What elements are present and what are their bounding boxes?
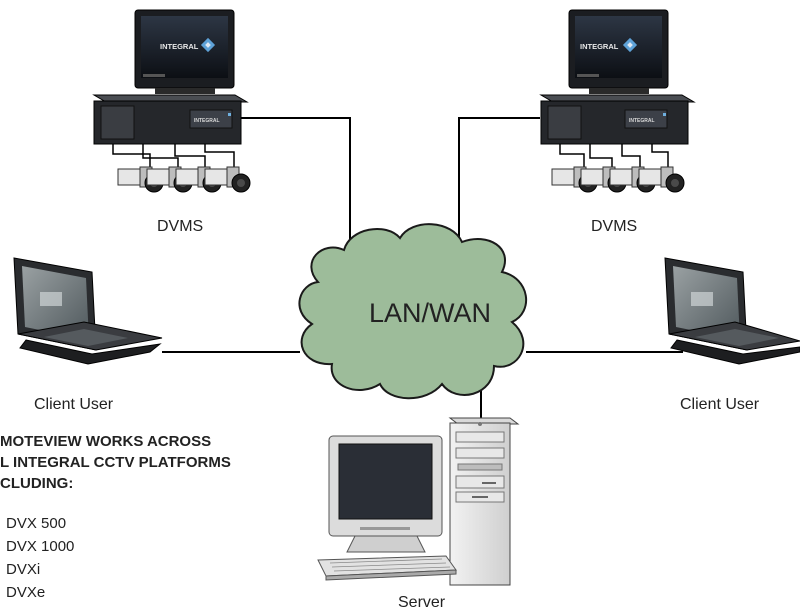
keyboard-icon bbox=[317, 555, 457, 581]
dvms-right-monitor: INTEGRAL bbox=[568, 9, 669, 94]
note-line: CLUDING: bbox=[0, 475, 74, 492]
client-left-laptop bbox=[13, 257, 163, 365]
dvms-left-camera-cables bbox=[112, 144, 235, 168]
link-dvms-left bbox=[240, 117, 351, 250]
camera-icon bbox=[638, 166, 685, 193]
lan-wan-cloud bbox=[298, 223, 528, 400]
dvms-left-cameras bbox=[117, 166, 251, 193]
server-label: Server bbox=[398, 594, 446, 611]
dvms-left-monitor: INTEGRAL bbox=[134, 9, 235, 94]
lan-wan-label: LAN/WAN bbox=[368, 298, 491, 328]
link-dvms-right bbox=[458, 117, 540, 246]
platform-item: DVXe bbox=[6, 584, 46, 601]
client-right-laptop bbox=[664, 257, 800, 365]
platform-item: DVXi bbox=[6, 561, 41, 578]
client-left-label: Client User bbox=[34, 396, 114, 413]
note-line: L INTEGRAL CCTV PLATFORMS bbox=[0, 454, 231, 471]
platform-item: DVX 1000 bbox=[6, 538, 75, 555]
client-right-label: Client User bbox=[680, 396, 760, 413]
platform-item: DVX 500 bbox=[6, 515, 67, 532]
platform-list: DVX 500 DVX 1000 DVXi DVXe bbox=[6, 512, 74, 604]
dvms-right-monitor-brand: INTEGRAL bbox=[580, 42, 619, 51]
dvms-left-recorder: INTEGRAL bbox=[92, 94, 249, 145]
dvms-right-cameras bbox=[551, 166, 685, 193]
dvms-left-monitor-brand: INTEGRAL bbox=[160, 42, 199, 51]
camera-icon bbox=[204, 166, 251, 193]
server-monitor bbox=[328, 435, 443, 553]
connection-lines bbox=[162, 117, 683, 418]
dvms-right-camera-cables bbox=[559, 144, 669, 168]
dvms-right-recorder: INTEGRAL bbox=[539, 94, 696, 145]
dvms-right: INTEGRAL INTEGRAL bbox=[539, 9, 696, 193]
dvms-left-recorder-brand: INTEGRAL bbox=[194, 118, 220, 124]
dvms-left: INTEGRAL INTEGRAL bbox=[92, 9, 251, 193]
dvms-right-label: DVMS bbox=[591, 218, 638, 235]
server-tower bbox=[448, 417, 520, 586]
dvms-left-label: DVMS bbox=[157, 218, 204, 235]
dvms-right-recorder-brand: INTEGRAL bbox=[629, 118, 655, 124]
note-line: MOTEVIEW WORKS ACROSS bbox=[0, 433, 212, 450]
platform-note: MOTEVIEW WORKS ACROSS L INTEGRAL CCTV PL… bbox=[0, 431, 231, 494]
server bbox=[317, 417, 520, 586]
